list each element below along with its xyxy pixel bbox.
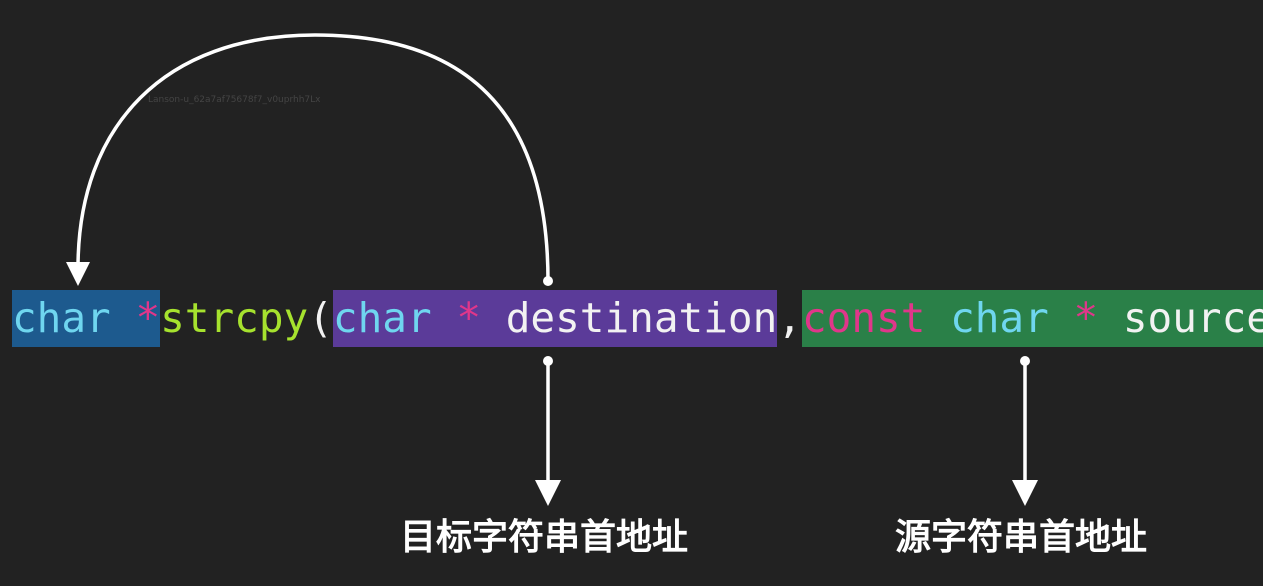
destination-label: 目标字符串首地址: [400, 516, 689, 558]
source-arrowhead: [1012, 480, 1038, 506]
return-arrowhead: [66, 262, 90, 286]
return-type: char: [12, 294, 111, 342]
param1-name: destination: [505, 294, 778, 342]
return-arc-arrow: [76, 33, 550, 282]
return-pointer: *: [135, 294, 161, 342]
function-signature: char * strcpy (char * destination, const…: [12, 290, 1263, 347]
comma: ,: [777, 294, 802, 342]
destination-param-highlight: char * destination: [332, 290, 778, 347]
param1-pointer: *: [456, 294, 482, 342]
source-param-highlight: const char * source: [801, 290, 1263, 347]
param1-type: char: [332, 294, 432, 342]
return-arc-start-dot: [543, 276, 553, 286]
param2-qualifier: const: [801, 294, 926, 342]
watermark: Lanson-u_62a7af75678f7_v0uprhh7Lx: [148, 95, 321, 105]
source-label: 源字符串首地址: [895, 516, 1148, 558]
param2-type: char: [950, 294, 1049, 342]
open-paren: (: [308, 294, 333, 342]
return-type-highlight: char *: [12, 290, 161, 347]
param2-name: source: [1122, 294, 1263, 342]
function-name: strcpy: [160, 294, 309, 342]
param2-pointer: *: [1073, 294, 1099, 342]
destination-arrowhead: [535, 480, 561, 506]
